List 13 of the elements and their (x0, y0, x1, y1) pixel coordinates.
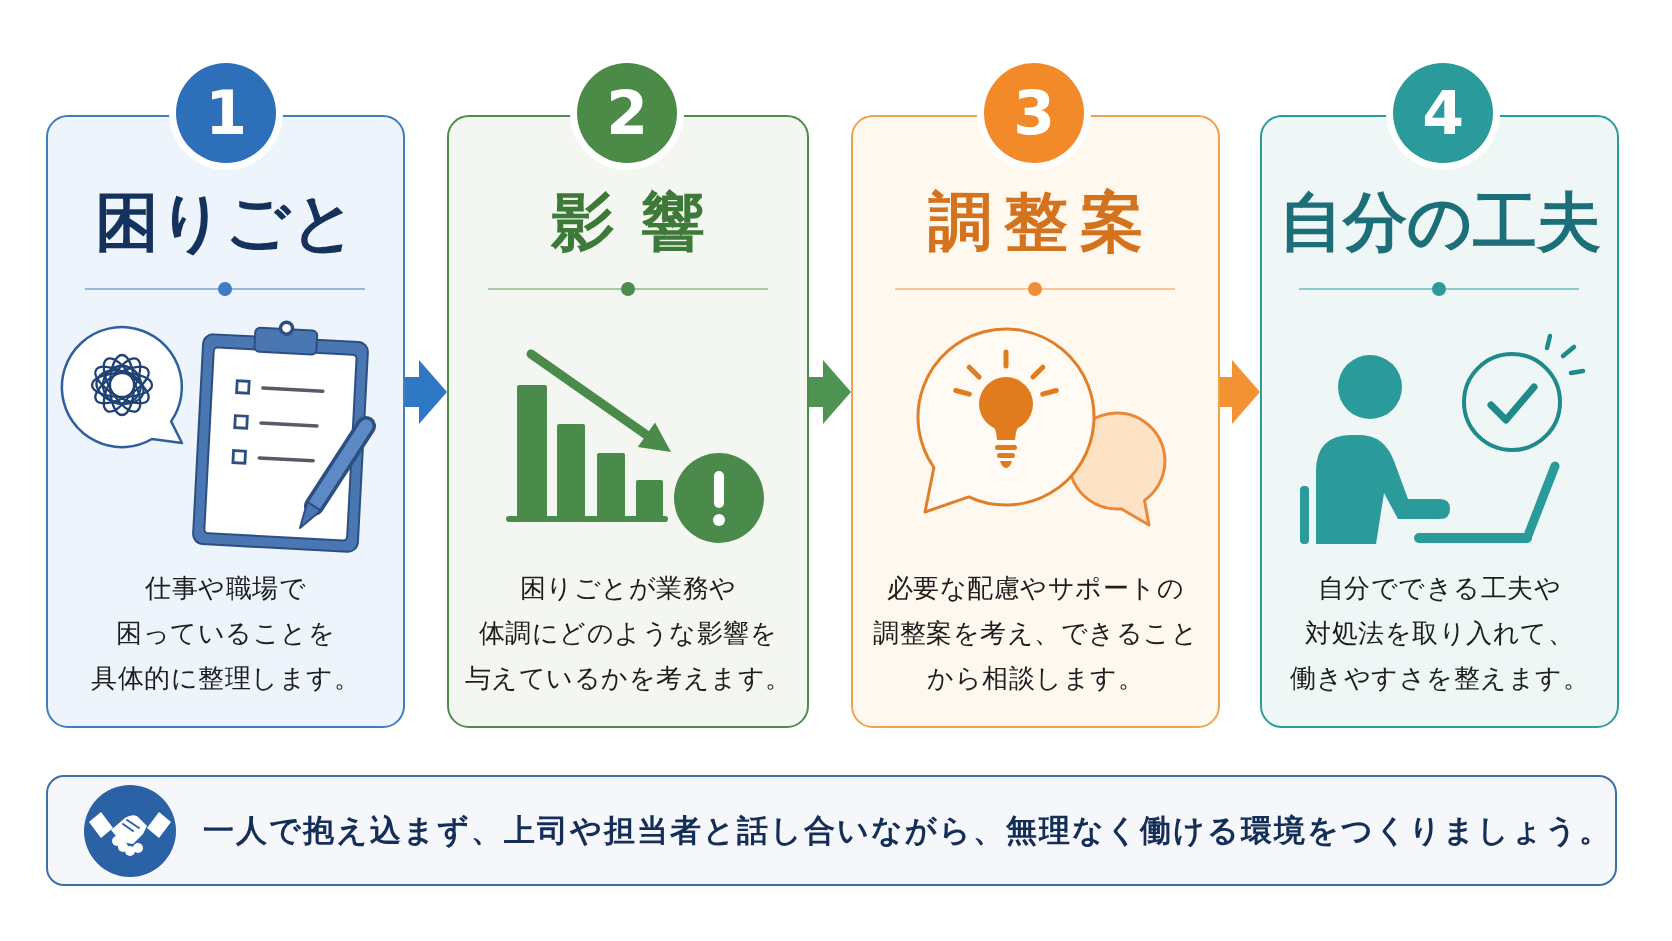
banner-message: 一人で抱え込まず、上司や担当者と話し合いながら、無理なく働ける環境をつくりましょう。 (203, 811, 1612, 850)
step-description: 困りごとが業務や体調にどのような影響を与えているかを考えます。 (464, 572, 792, 695)
arrow (1220, 360, 1260, 424)
step-description: 仕事や職場で困っていることを具体的に整理します。 (91, 572, 360, 695)
arrow (809, 360, 851, 424)
message-banner (46, 775, 1617, 886)
step-title: 調整案 (926, 187, 1156, 257)
step-description: 自分でできる工夫や対処法を取り入れて、働きやすさを整えます。 (1289, 572, 1590, 695)
step-description: 必要な配慮やサポートの調整案を考え、できることから相談します。 (873, 572, 1198, 695)
step-title: 困りごと (94, 187, 357, 257)
arrow (405, 360, 447, 424)
step-title: 自分の工夫 (1278, 187, 1601, 257)
step-title: 影響 (549, 187, 731, 257)
